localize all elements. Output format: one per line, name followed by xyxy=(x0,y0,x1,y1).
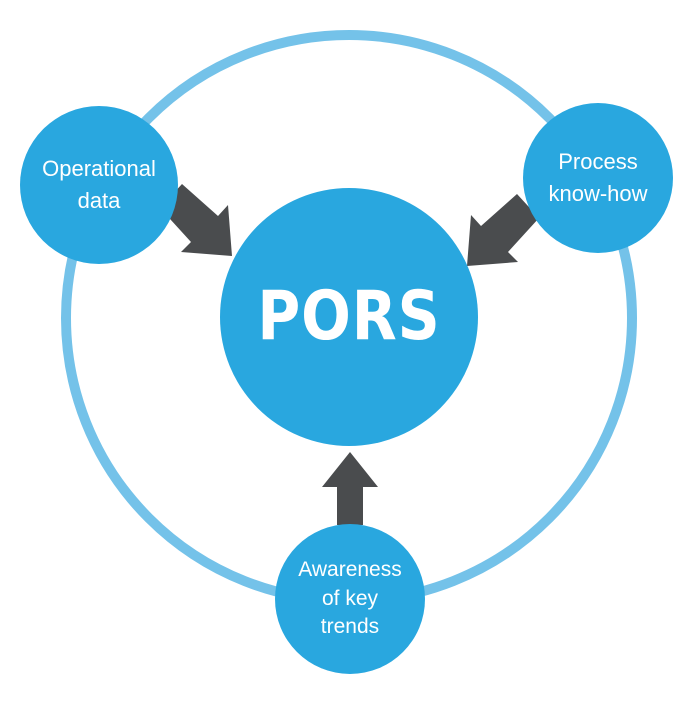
arrow-left-to-center xyxy=(160,184,232,256)
node-awareness-trends xyxy=(275,524,425,674)
arrow-right-to-center xyxy=(467,194,539,266)
arrow-bottom-to-center xyxy=(322,452,378,525)
operational-data-label: Operational data xyxy=(42,156,156,213)
process-know-how-label: Process know-how xyxy=(548,149,648,206)
awareness-trends-label: Awareness of key trends xyxy=(298,558,402,639)
node-operational-data xyxy=(20,106,178,264)
center-node xyxy=(220,188,478,446)
node-process-know-how xyxy=(523,103,673,253)
center-label: PORS xyxy=(257,276,441,356)
